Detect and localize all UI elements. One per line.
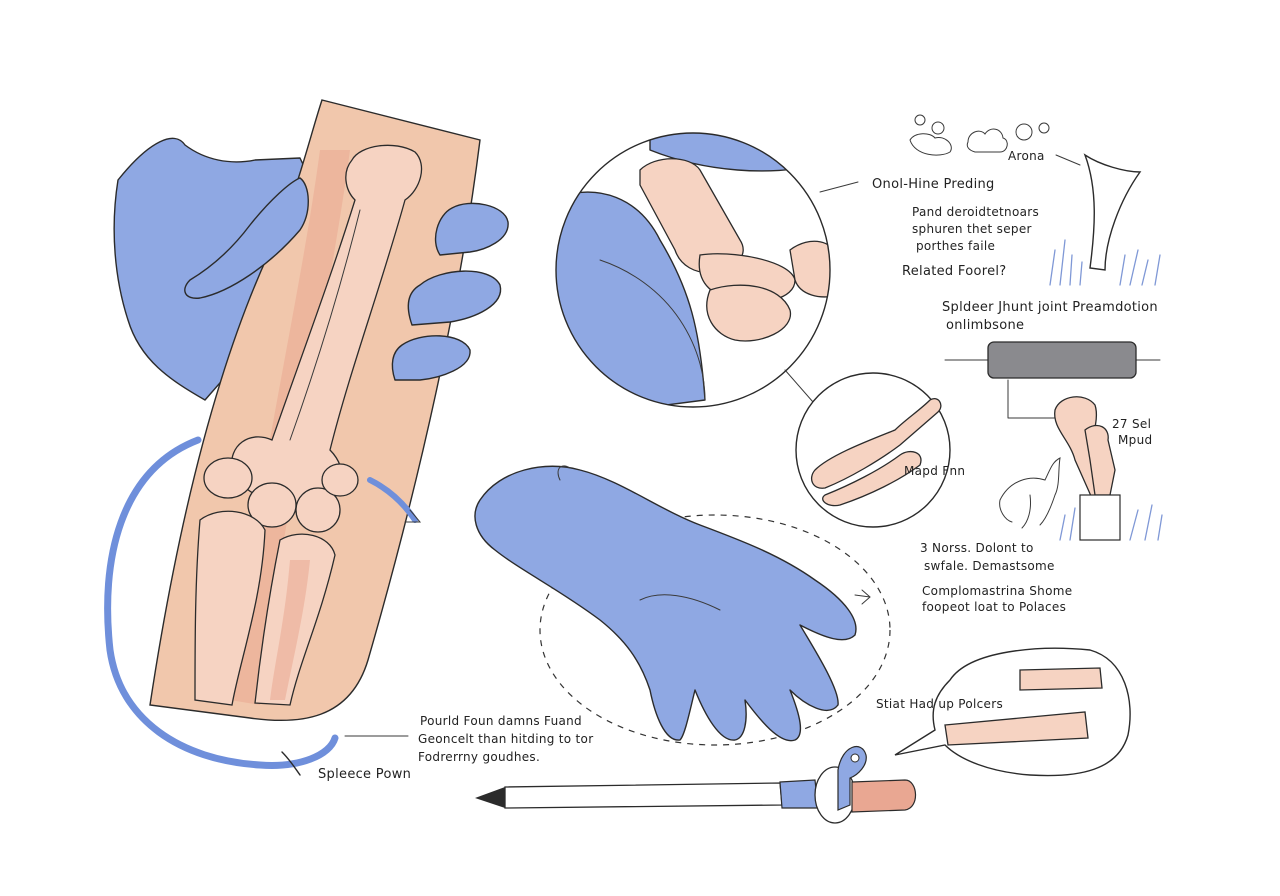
grey-blade <box>1083 153 1142 271</box>
carpal-bone-4 <box>321 463 359 497</box>
bottom-note: Pourld Foun damns Fuand Geoncelt than hi… <box>418 714 593 764</box>
cat-sketch <box>999 457 1061 529</box>
desc-line-3: porthes faile <box>916 239 995 253</box>
wrist-detail-circle <box>555 132 859 411</box>
glove-thumb <box>184 177 309 299</box>
grass-icon <box>1049 239 1161 286</box>
note1-line-1: 3 Norss. Dolont to <box>920 541 1034 555</box>
desc-line-1: Pand deroidtetnoars <box>912 205 1039 219</box>
joint-line-1: Spldeer Jhunt joint Preamdotion <box>942 300 1158 315</box>
desc-line-2: sphuren thet seper <box>912 222 1032 236</box>
carpal-bone-3 <box>295 487 341 533</box>
grey-cylinder <box>944 341 1161 419</box>
note2-line-1: Complomastrina Shome <box>922 584 1072 598</box>
bone-detail-circle: Mapd Fnn <box>795 372 965 528</box>
question-text: Related Foorel? <box>902 264 1007 279</box>
bottom-note-line-3: Fodrerrny goudhes. <box>418 750 540 764</box>
mid-circle-label: Mapd Fnn <box>904 464 965 478</box>
notes-right: 3 Norss. Dolont to swfale. Demastsome Co… <box>920 541 1072 614</box>
bubble-label: Stiat Had up Polcers <box>876 697 1003 711</box>
joint-line-2: onlimbsone <box>946 318 1024 333</box>
bubbles-icon <box>1015 122 1050 141</box>
speech-bubble: Stiat Had up Polcers <box>876 647 1131 777</box>
radius-bone <box>194 510 266 706</box>
glove-finger-3 <box>391 335 471 381</box>
tube-label: Spleece Pown <box>318 767 411 782</box>
pencil-icon <box>475 745 917 824</box>
glove-body <box>474 465 857 742</box>
standing-bone: 27 Sel Mpud <box>1054 396 1163 541</box>
note2-line-2: foopeot loat to Polaces <box>922 600 1066 614</box>
tube-caption: Spleece Pown <box>318 767 411 782</box>
glove-finger-2 <box>407 270 502 326</box>
icons-label: Arona <box>1008 149 1045 163</box>
bottom-note-line-1: Pourld Foun damns Fuand <box>420 714 582 728</box>
large-glove <box>474 465 891 746</box>
title-text: Onol-Hine Preding <box>872 177 995 192</box>
cloud-icon <box>966 128 1008 153</box>
forearm-group <box>104 99 509 776</box>
glove-finger-1 <box>434 202 509 256</box>
carpal-bone-1 <box>203 457 253 499</box>
title-block: Onol-Hine Preding Pand deroidtetnoars sp… <box>872 177 1039 279</box>
side-label-2: Mpud <box>1118 433 1152 447</box>
blue-tube <box>104 436 339 769</box>
top-right-icons: Arona <box>909 114 1161 286</box>
note1-line-2: swfale. Demastsome <box>924 559 1055 573</box>
joint-heading: Spldeer Jhunt joint Preamdotion onlimbso… <box>942 300 1158 333</box>
molecule-icon <box>909 114 952 156</box>
bottom-note-line-2: Geoncelt than hitding to tor <box>418 732 593 746</box>
side-label-1: 27 Sel <box>1112 417 1151 431</box>
